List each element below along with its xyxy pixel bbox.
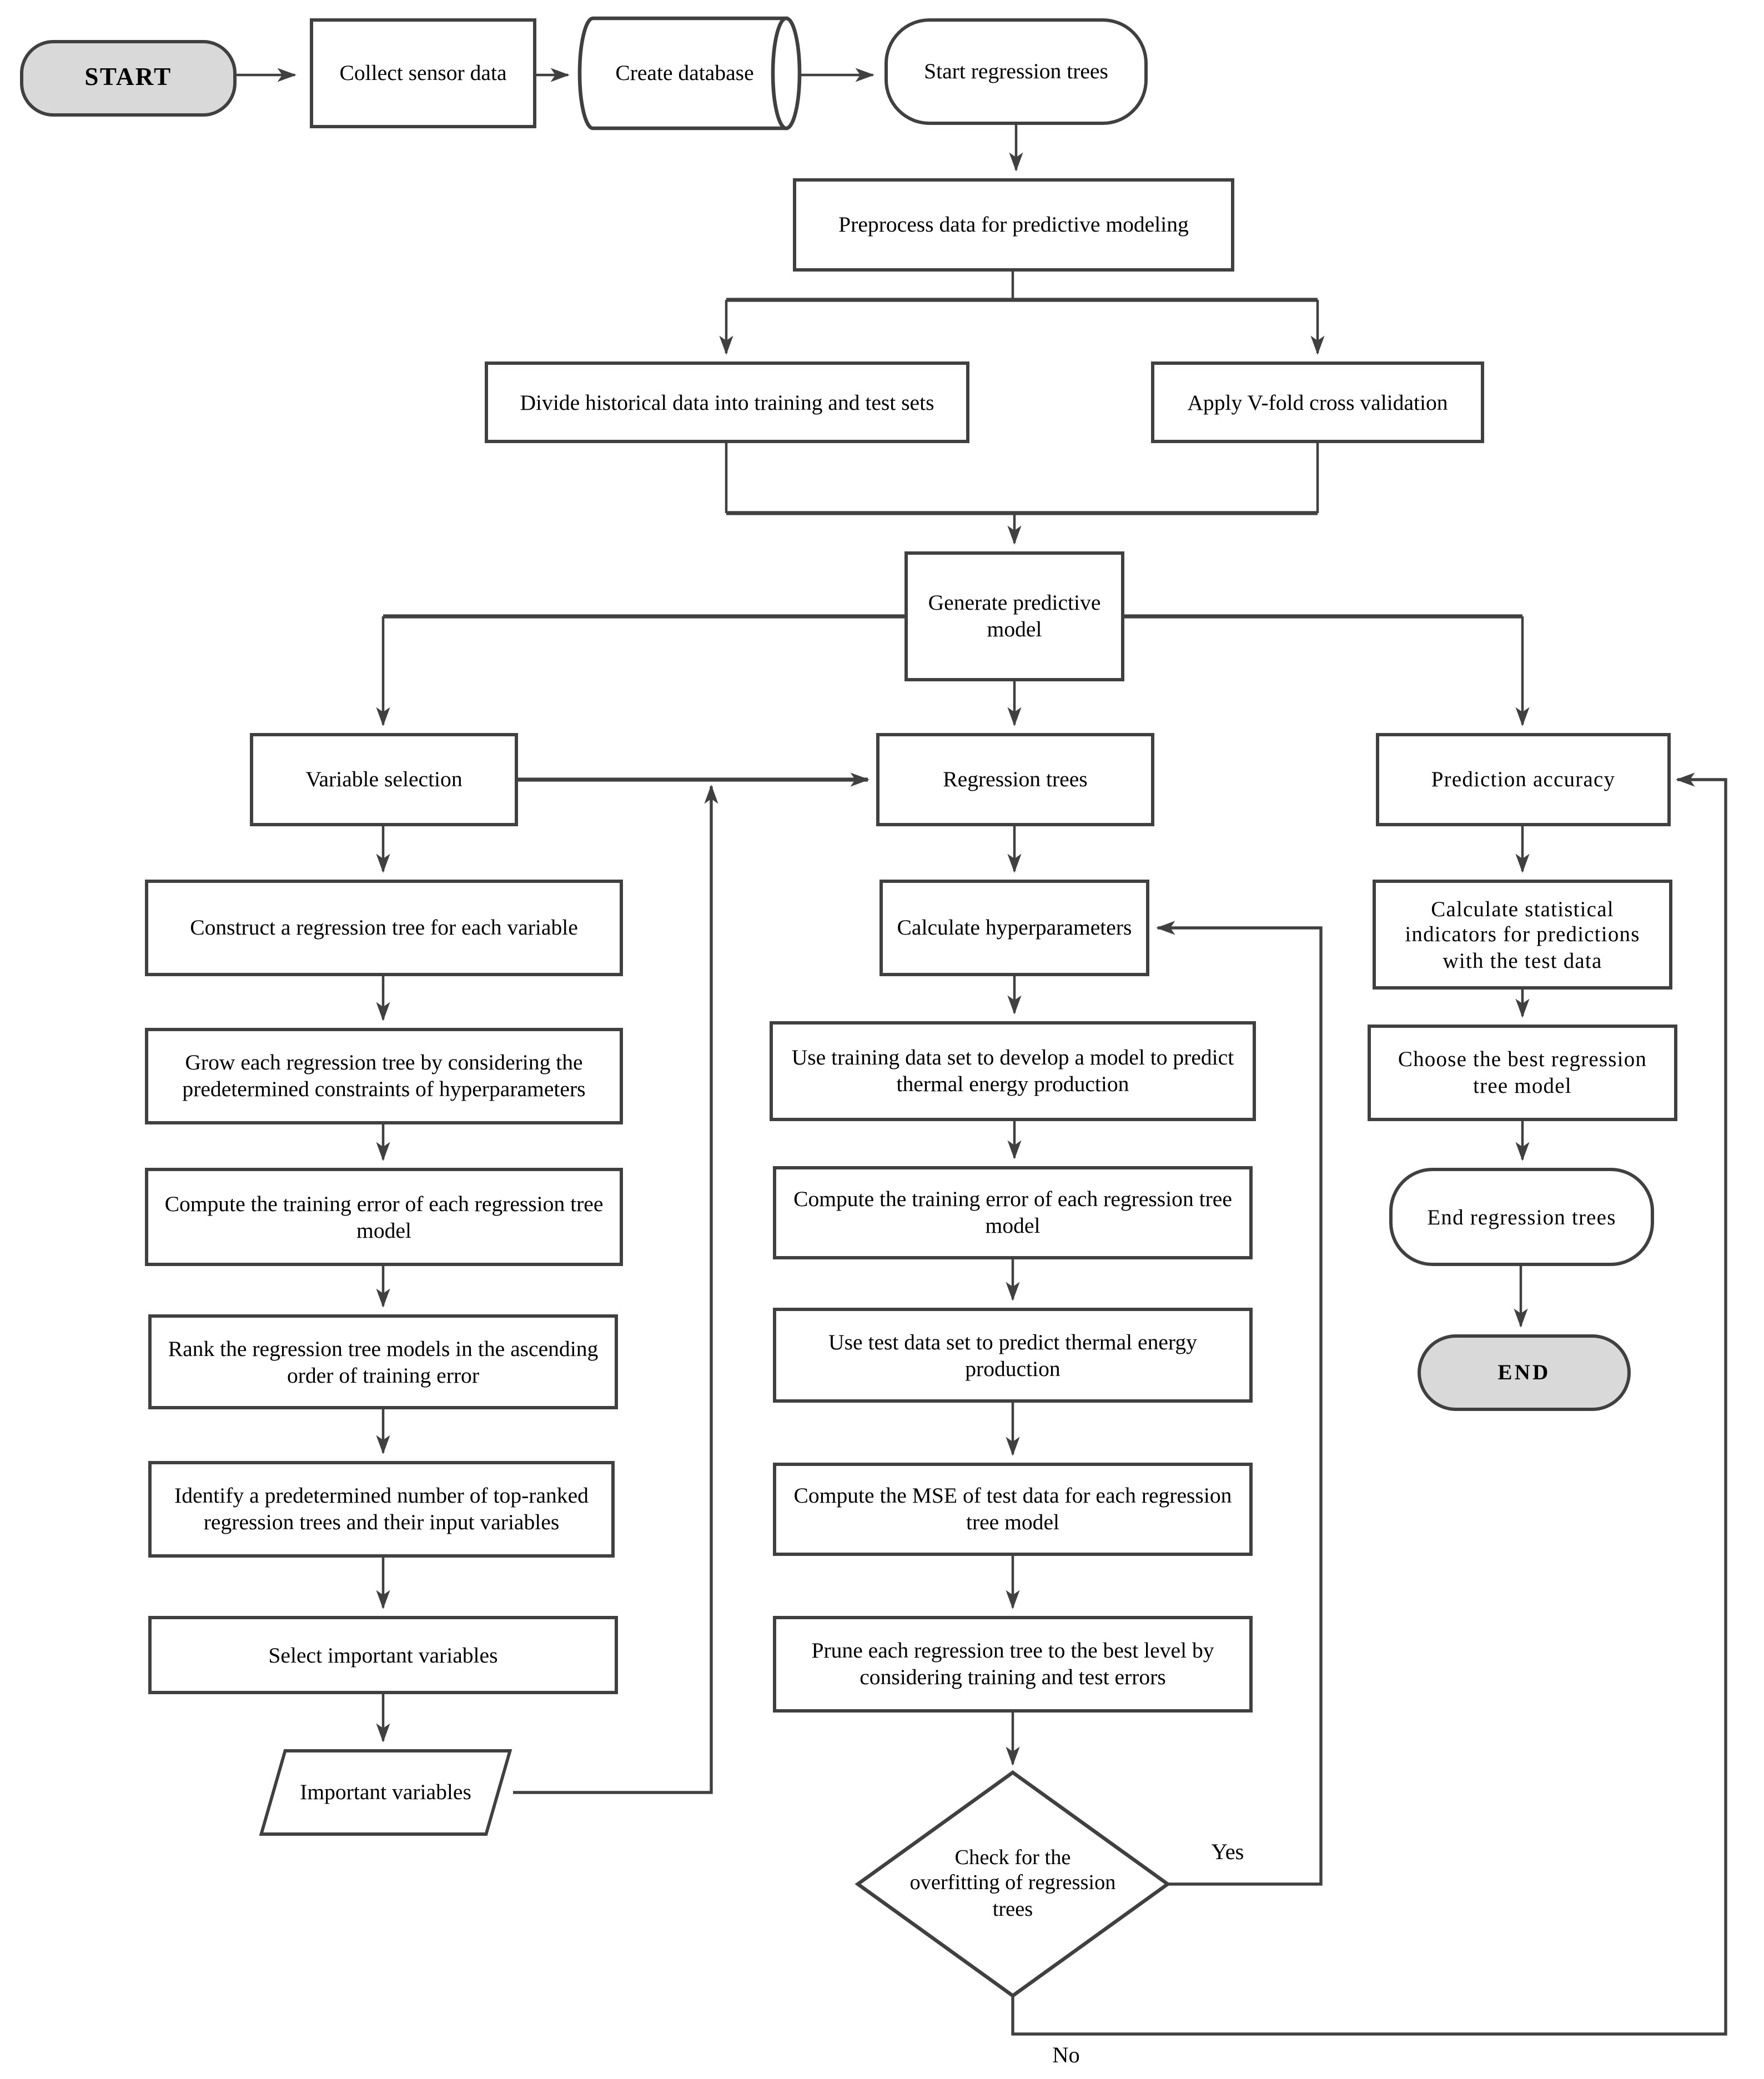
node-variable-selection: Variable selection xyxy=(250,733,518,826)
edge-label-no: No xyxy=(1052,2042,1080,2067)
decision-diamond-shape xyxy=(855,1770,1171,1998)
node-regression-trees: Regression trees xyxy=(876,733,1154,826)
node-grow-regression-tree: Grow each regression tree by considering… xyxy=(145,1028,623,1124)
edge-label-yes: Yes xyxy=(1211,1839,1244,1864)
database-cylinder-shape xyxy=(577,16,802,130)
node-rank-models: Rank the regression tree models in the a… xyxy=(148,1314,618,1409)
node-prediction-accuracy: Prediction accuracy xyxy=(1376,733,1671,826)
node-identify-top-ranked: Identify a predetermined number of top-r… xyxy=(148,1461,615,1558)
node-end-regression-trees: End regression trees xyxy=(1389,1168,1654,1266)
node-choose-best-model: Choose the best regression tree model xyxy=(1368,1025,1677,1121)
node-select-important-variables: Select important variables xyxy=(148,1616,618,1694)
node-preprocess-data: Preprocess data for predictive modeling xyxy=(793,178,1234,272)
node-end: END xyxy=(1418,1334,1631,1411)
edge-yes-loop xyxy=(1156,921,1323,1886)
node-prune-regression-tree: Prune each regression tree to the best l… xyxy=(773,1616,1253,1713)
node-generate-predictive-model: Generate predictive model xyxy=(904,551,1124,681)
node-use-training-data: Use training data set to develop a model… xyxy=(770,1021,1256,1121)
node-compute-mse: Compute the MSE of test data for each re… xyxy=(773,1463,1253,1556)
node-important-variables: Important variables xyxy=(258,1749,513,1836)
node-create-database: Create database xyxy=(615,60,754,86)
edge-no-loop xyxy=(1011,772,1727,2036)
node-compute-training-error-mid: Compute the training error of each regre… xyxy=(773,1166,1253,1259)
node-collect-sensor-data: Collect sensor data xyxy=(310,18,536,128)
node-divide-historical-data: Divide historical data into training and… xyxy=(485,361,969,443)
edge-impvars-to-regtrees xyxy=(513,785,718,1794)
node-start: START xyxy=(20,40,237,117)
node-check-overfitting: Check for the overfitting of regression … xyxy=(909,1845,1116,1921)
node-start-regression-trees: Start regression trees xyxy=(884,18,1148,125)
node-compute-training-error-left: Compute the training error of each regre… xyxy=(145,1168,623,1266)
important-variables-label: Important variables xyxy=(300,1779,471,1805)
node-calculate-statistical-indicators: Calculate statistical indicators for pre… xyxy=(1373,880,1672,990)
node-use-test-data: Use test data set to predict thermal ene… xyxy=(773,1308,1253,1403)
node-calculate-hyperparameters: Calculate hyperparameters xyxy=(880,880,1149,976)
node-construct-regression-tree: Construct a regression tree for each var… xyxy=(145,880,623,976)
node-apply-vfold-cross-validation: Apply V-fold cross validation xyxy=(1151,361,1484,443)
